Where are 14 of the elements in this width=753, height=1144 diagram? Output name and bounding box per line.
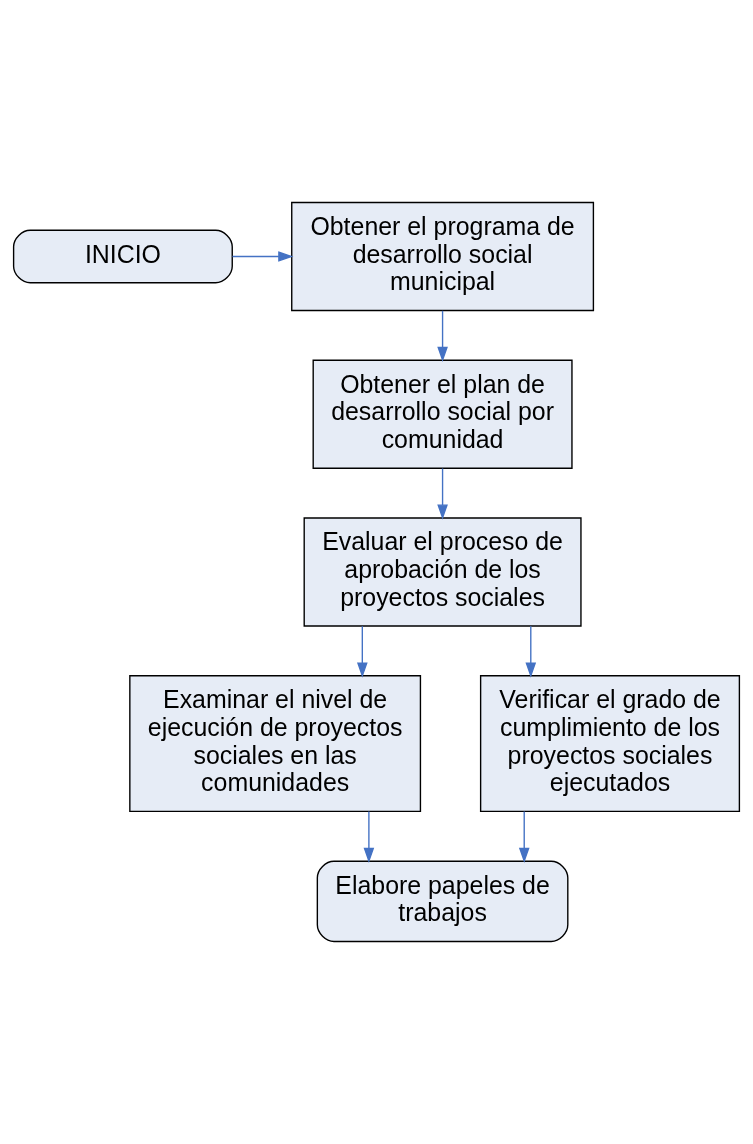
node-box: Elabore papeles de trabajos <box>316 860 569 943</box>
arrow <box>231 251 294 262</box>
node-box: Verificar el grado de cumplimiento de los proyectos sociales ejecutados <box>479 675 741 813</box>
arrow <box>437 310 448 362</box>
arrow <box>518 810 530 863</box>
node-box: Obtener el programa de desarrollo social municipal <box>291 201 595 312</box>
arrow <box>525 625 537 678</box>
arrow <box>357 625 368 678</box>
arrow <box>363 810 375 863</box>
node-box: Examinar el nivel de ejecución de proyectos sociales en las comunidades <box>129 675 422 813</box>
node-box: INICIO <box>12 229 233 284</box>
node-box: Evaluar el proceso de aprobación de los proyectos sociales <box>303 517 582 627</box>
node-box: Obtener el plan de desarrollo social por comunidad <box>312 359 573 469</box>
arrow <box>437 467 448 520</box>
